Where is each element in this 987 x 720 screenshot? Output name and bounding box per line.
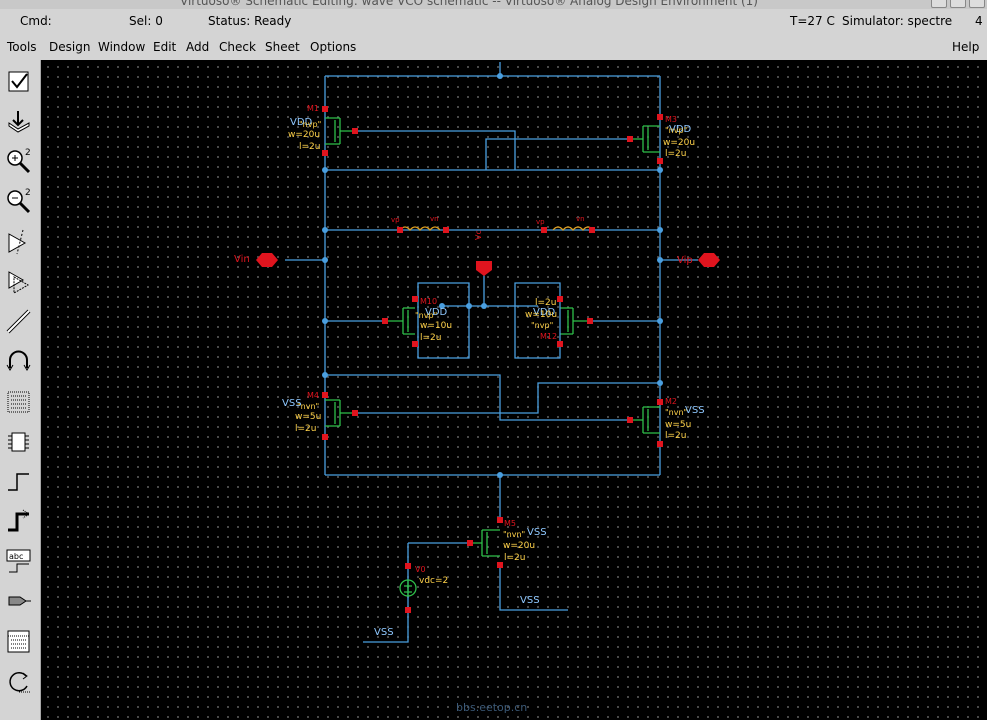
m12-width: w=10u — [525, 310, 558, 320]
property-icon[interactable] — [3, 386, 34, 417]
menu-options[interactable]: Options — [310, 40, 357, 54]
simulator-name: Simulator: spectre — [842, 14, 953, 28]
m10-model: "nvp" — [415, 311, 438, 320]
zoom-in-icon[interactable]: 2 — [3, 146, 34, 177]
menu-design[interactable]: Design — [49, 40, 91, 54]
vip-pin-label: Vip — [677, 255, 693, 266]
wires — [285, 62, 698, 643]
stretch-icon[interactable] — [3, 226, 34, 257]
device-symbols — [325, 117, 660, 597]
m10-bulk: VDD — [425, 307, 448, 318]
m3-name: M3 — [665, 115, 677, 124]
m4-name: M4 — [307, 391, 319, 400]
window-title: Virtuoso® Schematic Editing: wave VCO sc… — [180, 0, 758, 8]
m1-model: "nvp" — [299, 120, 322, 129]
redraw-icon[interactable] — [3, 666, 34, 697]
select-icon[interactable] — [3, 626, 34, 657]
m12-length: l=2u — [535, 298, 557, 308]
menu-edit[interactable]: Edit — [153, 40, 177, 54]
save-icon[interactable] — [3, 106, 34, 137]
window-number: 4 — [975, 14, 983, 28]
junctions — [322, 73, 663, 478]
vin-pin-label: Vin — [234, 254, 250, 265]
wire-narrow-icon[interactable] — [3, 306, 34, 337]
m5-model: "nvn" — [503, 530, 526, 539]
tool-palette: 2 2 abc — [0, 60, 41, 720]
label-icon[interactable]: abc — [3, 546, 34, 577]
m2-name: M2 — [665, 397, 677, 406]
status-text: Status: Ready — [208, 14, 292, 28]
m10-length: l=2u — [420, 333, 442, 343]
m5-length: l=2u — [504, 553, 526, 563]
m2-model: "nvn" — [665, 408, 688, 417]
schematic-drawing — [256, 62, 720, 643]
l2-vn-label: vn — [576, 215, 585, 223]
terminal-pins — [322, 106, 663, 613]
menu-check[interactable]: Check — [219, 40, 256, 54]
vss-net-label-2: VSS — [374, 627, 394, 638]
m1-width: w=20u — [288, 130, 321, 140]
menu-sheet[interactable]: Sheet — [265, 40, 300, 54]
wire-icon[interactable] — [3, 466, 34, 497]
l1-vn-label: vn — [430, 215, 439, 223]
menu-help[interactable]: Help — [952, 40, 980, 54]
title-bar: Virtuoso® Schematic Editing: wave VCO sc… — [0, 0, 987, 9]
copy-icon[interactable] — [3, 266, 34, 297]
m5-name: M5 — [504, 519, 516, 528]
m3-length: l=2u — [665, 149, 687, 159]
svg-text:abc: abc — [9, 552, 23, 561]
zoom-out-icon[interactable]: 2 — [3, 186, 34, 217]
status-bar: Cmd: Sel: 0 Status: Ready T=27 C Simulat… — [0, 9, 987, 37]
l2-vp-label: vp — [536, 218, 545, 226]
m3-width: w=20u — [663, 138, 696, 148]
vss-net-label: VSS — [520, 595, 540, 606]
svg-text:2: 2 — [25, 148, 31, 158]
m1-length: l=2u — [299, 142, 321, 152]
m2-bulk: VSS — [685, 405, 705, 416]
m1-bulk: VDD — [290, 117, 313, 128]
m3-model: "nvp" — [665, 126, 688, 135]
v0-name: V0 — [415, 565, 426, 574]
pin-icon[interactable] — [3, 586, 34, 617]
m1-name: M1 — [307, 104, 319, 113]
wide-wire-icon[interactable] — [3, 506, 34, 537]
schematic-canvas[interactable]: M1 VDD "nvp" w=20u l=2u M3 VDD "nvp" w=2… — [41, 60, 987, 720]
m5-bulk: VSS — [527, 527, 547, 538]
selection-count: Sel: 0 — [129, 14, 163, 28]
temperature: T=27 C — [790, 14, 835, 28]
m2-length: l=2u — [665, 431, 687, 441]
menu-add[interactable]: Add — [186, 40, 210, 54]
minimize-icon[interactable] — [931, 0, 947, 8]
cmd-label: Cmd: — [20, 14, 52, 28]
v0-value: vdc=2 — [419, 576, 449, 586]
instance-icon[interactable] — [3, 426, 34, 457]
schematic-labels: M1 VDD "nvp" w=20u l=2u M3 VDD "nvp" w=2… — [41, 60, 987, 720]
watermark: bbs.eetop.cn — [456, 701, 528, 714]
menu-tools[interactable]: Tools — [7, 40, 37, 54]
undo-icon[interactable] — [3, 346, 34, 377]
svg-text:2: 2 — [25, 188, 31, 198]
m10-width: w=10u — [420, 321, 453, 331]
menu-window[interactable]: Window — [98, 40, 146, 54]
l1-vp-label: vp — [391, 216, 400, 224]
maximize-icon[interactable] — [950, 0, 966, 8]
m4-length: l=2u — [295, 424, 317, 434]
m4-model: "nvn" — [297, 402, 320, 411]
m10-name: M10 — [420, 297, 438, 306]
menu-bar: Tools Design Window Edit Add Check Sheet… — [0, 37, 987, 59]
m5-width: w=20u — [503, 541, 536, 551]
m3-bulk: VDD — [669, 124, 692, 135]
io-pins — [256, 253, 720, 276]
vc-pin-label: Vc — [474, 230, 483, 240]
m4-bulk: VSS — [282, 398, 302, 409]
m4-width: w=5u — [295, 412, 322, 422]
check-and-save-icon[interactable] — [3, 66, 34, 97]
close-icon[interactable] — [969, 0, 985, 8]
m2-width: w=5u — [665, 420, 692, 430]
m12-model: "nvp" — [531, 321, 554, 330]
m12-bulk: VDD — [533, 307, 556, 318]
m12-name: M12 — [540, 332, 558, 341]
